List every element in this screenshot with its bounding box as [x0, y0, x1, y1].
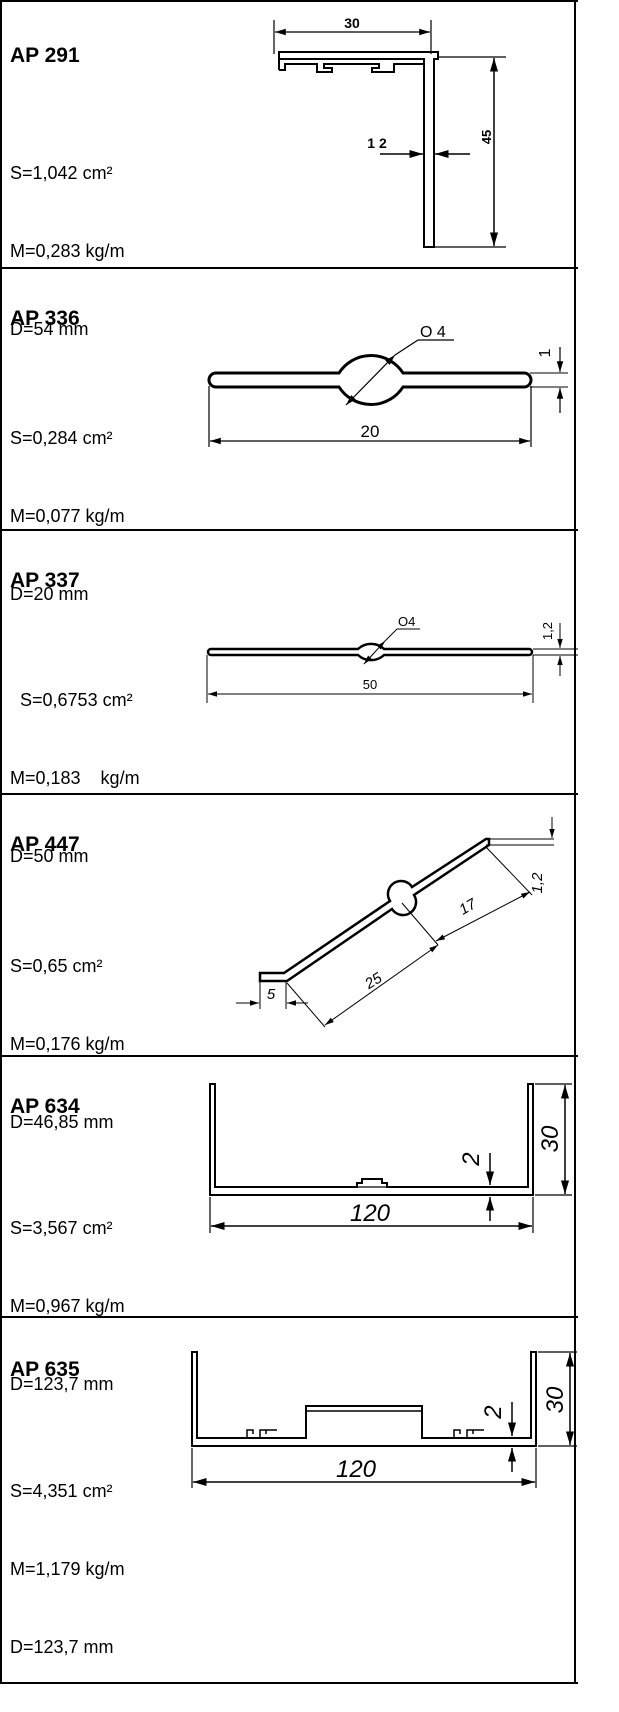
spec-diameter: D=20 mm [10, 584, 89, 604]
profile-row-ap336: AP 336 S=0,284 cm² M=0,077 kg/m D=20 mm … [2, 267, 578, 604]
spec-diameter: D=123,7 mm [10, 1374, 114, 1394]
profile-code: AP 291 [10, 44, 80, 67]
dim-height: 45 [479, 130, 494, 144]
dim-length: 20 [361, 422, 380, 441]
profile-specs: S=0,65 cm² M=0,176 kg/m D=46,85 mm [10, 901, 125, 1187]
profile-code: AP 336 [10, 307, 80, 330]
profile-drawing-ap337: O4 50 1,2 [206, 614, 578, 703]
dim-thickness: 2 [458, 1152, 485, 1166]
spec-area: S=3,567 cm² [10, 1218, 113, 1238]
spec-mass: M=1,179 kg/m [10, 1559, 125, 1579]
dim-diameter: O 4 [420, 324, 446, 341]
profile-drawing-ap291: 30 45 1 2 [273, 15, 506, 248]
profile-row-ap634: AP 634 S=3,567 cm² M=0,967 kg/m D=123,7 … [2, 1055, 578, 1394]
profile-row-ap337: AP 337 S=0,6753 cm² M=0,183 kg/m D=50 mm… [2, 529, 578, 866]
spec-diameter: D=50 mm [10, 846, 89, 866]
profile-code: AP 634 [10, 1095, 80, 1118]
dim-flange: 5 [267, 986, 276, 1003]
dim-short: 17 [456, 895, 480, 918]
dim-thickness: 1,2 [529, 872, 546, 894]
profile-code: AP 635 [10, 1358, 80, 1381]
profile-code: AP 447 [10, 833, 80, 856]
profile-specs: S=4,351 cm² M=1,179 kg/m D=123,7 mm [10, 1426, 125, 1712]
dim-long: 25 [361, 969, 386, 993]
spec-mass: M=0,183 kg/m [10, 768, 140, 788]
profile-drawing-ap634: 120 30 2 [209, 1083, 572, 1233]
spec-mass: M=0,077 kg/m [10, 506, 125, 526]
profile-specs: S=3,567 cm² M=0,967 kg/m D=123,7 mm [10, 1163, 125, 1449]
profile-code: AP 337 [10, 569, 80, 592]
spec-diameter: D=54 mm [10, 319, 89, 339]
dim-height: 30 [542, 1386, 569, 1413]
spec-area: S=0,65 cm² [10, 956, 103, 976]
profile-drawing-ap336: O 4 20 1 [207, 324, 568, 447]
dim-width: 120 [350, 1200, 391, 1227]
spec-mass: M=0,967 kg/m [10, 1296, 125, 1316]
profile-sheet: AP 291 S=1,042 cm² M=0,283 kg/m D=54 mm … [0, 0, 578, 1684]
dim-width: 120 [336, 1456, 377, 1483]
profile-row-ap447: AP 447 S=0,65 cm² M=0,176 kg/m D=46,85 m… [2, 793, 578, 1132]
dim-thickness: 1 2 [367, 135, 387, 151]
spec-area: S=1,042 cm² [10, 163, 113, 183]
spec-mass: M=0,283 kg/m [10, 241, 125, 261]
spec-diameter: D=46,85 mm [10, 1112, 114, 1132]
profile-row-ap635: AP 635 S=4,351 cm² M=1,179 kg/m D=123,7 … [2, 1316, 578, 1684]
profile-row-ap291: AP 291 S=1,042 cm² M=0,283 kg/m D=54 mm … [2, 0, 578, 339]
dim-width: 30 [344, 15, 360, 31]
dim-length: 50 [363, 677, 377, 692]
profile-drawing-ap635: 120 30 2 [191, 1351, 577, 1488]
profile-specs: S=0,6753 cm² M=0,183 kg/m D=50 mm [10, 635, 140, 921]
profile-specs: S=1,042 cm² M=0,283 kg/m D=54 mm [10, 108, 125, 394]
dim-diameter: O4 [398, 614, 415, 629]
dim-thickness: 2 [480, 1405, 507, 1419]
profile-drawing-ap447: 1,2 17 25 5 [236, 817, 555, 1028]
dim-height: 30 [537, 1125, 564, 1152]
spec-area: S=4,351 cm² [10, 1481, 113, 1501]
spec-mass: M=0,176 kg/m [10, 1034, 125, 1054]
spec-diameter: D=123,7 mm [10, 1637, 114, 1657]
spec-area: S=0,284 cm² [10, 428, 113, 448]
spec-area: S=0,6753 cm² [10, 690, 133, 710]
profile-specs: S=0,284 cm² M=0,077 kg/m D=20 mm [10, 373, 125, 659]
dim-thickness: 1,2 [540, 622, 555, 640]
dim-thickness: 1 [537, 348, 554, 357]
